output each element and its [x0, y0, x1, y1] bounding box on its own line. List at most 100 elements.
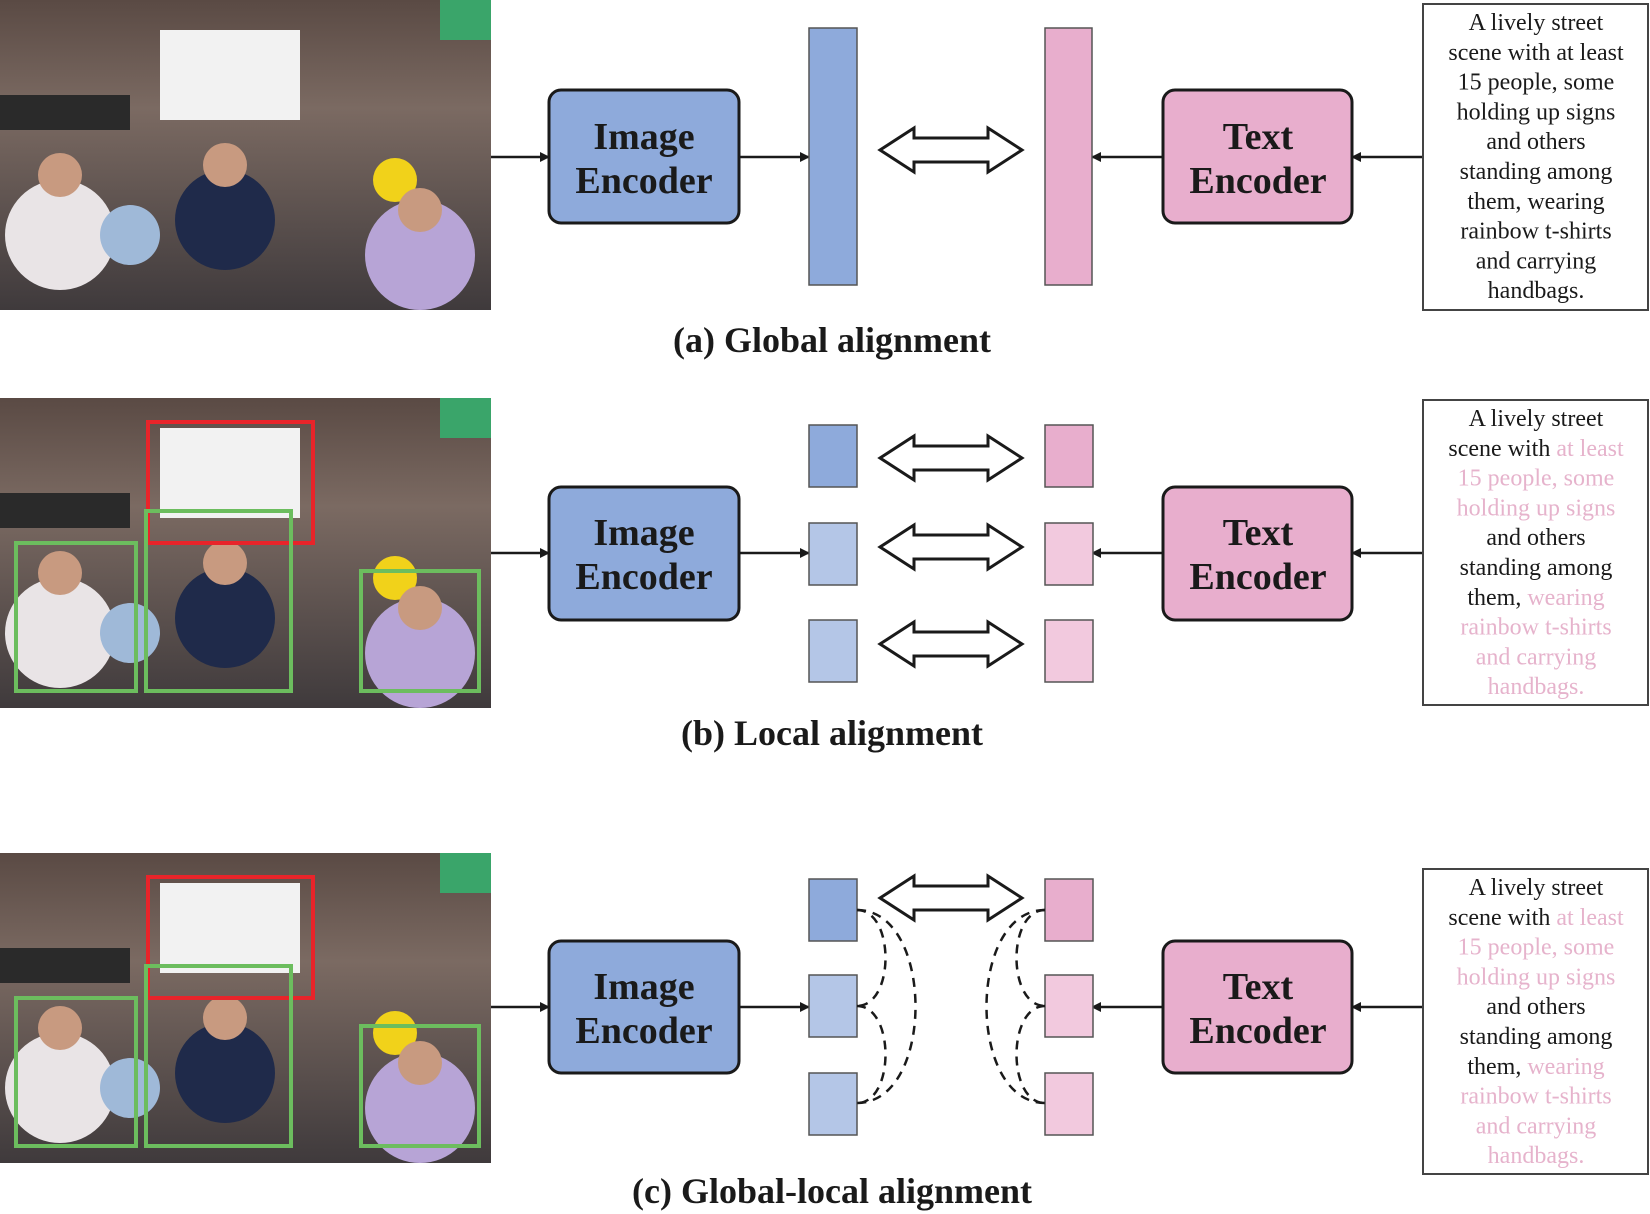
description-line: and carrying: [1476, 248, 1597, 274]
description-line: holding up signs: [1457, 964, 1616, 990]
description-line: holding up signs: [1457, 99, 1616, 125]
local-image-feature: [808, 1072, 858, 1136]
description-line: 15 people, some: [1458, 70, 1615, 96]
phrase: A lively street: [1469, 10, 1604, 36]
global-text-feature: [1044, 424, 1094, 488]
description-line: rainbow t-shirts: [1460, 615, 1611, 641]
description-line: and carrying: [1476, 1113, 1597, 1139]
image-encoder-label: Image: [593, 966, 694, 1008]
person: [5, 1033, 115, 1143]
phrase: them,: [1467, 1054, 1527, 1080]
image-encoder-label: Encoder: [575, 160, 712, 202]
protest-sign: [160, 30, 300, 120]
double-arrow-icon: [877, 522, 1025, 572]
local-image-feature: [808, 522, 858, 586]
description-line: them, wearing: [1467, 1054, 1604, 1080]
person: [175, 170, 275, 270]
description-line: scene with at least: [1448, 905, 1624, 931]
dashed-connection: [856, 1004, 887, 1105]
highlighted-phrase: wearing: [1527, 585, 1604, 611]
phrase: them, wearing: [1467, 189, 1604, 215]
local-text-feature: [1044, 619, 1094, 683]
highlighted-phrase: handbags.: [1488, 674, 1585, 700]
storefront-sign: [0, 95, 130, 130]
highlighted-phrase: at least: [1556, 436, 1624, 462]
description-line: handbags.: [1488, 674, 1585, 700]
double-arrow-icon: [877, 619, 1025, 669]
description-line: holding up signs: [1457, 495, 1616, 521]
panel-caption: (a) Global alignment: [673, 320, 991, 360]
highlighted-phrase: wearing: [1527, 1054, 1604, 1080]
highlighted-phrase: rainbow t-shirts: [1460, 615, 1611, 641]
description-line: and others: [1486, 129, 1585, 155]
global-image-feature: [808, 878, 858, 942]
image-encoder-label: Image: [593, 512, 694, 554]
person: [373, 556, 417, 600]
highlighted-phrase: holding up signs: [1457, 495, 1616, 521]
image-encoder-label: Image: [593, 116, 694, 158]
street-scene-photo: [0, 0, 491, 310]
description-line: A lively street: [1469, 406, 1604, 432]
highlighted-phrase: at least: [1556, 905, 1624, 931]
description-line: standing among: [1460, 1024, 1613, 1050]
phrase: handbags.: [1488, 278, 1585, 304]
phrase: rainbow t-shirts: [1460, 219, 1611, 245]
person: [175, 568, 275, 668]
phrase: and carrying: [1476, 248, 1597, 274]
double-arrow-icon: [877, 125, 1025, 175]
dashed-connection: [856, 908, 887, 1008]
protest-sign: [160, 883, 300, 973]
text-encoder-label: Text: [1223, 512, 1294, 554]
panel-caption: (b) Local alignment: [681, 713, 983, 753]
local-image-feature: [808, 619, 858, 683]
phrase: A lively street: [1469, 406, 1604, 432]
phrase: standing among: [1460, 1024, 1613, 1050]
phrase: standing among: [1460, 555, 1613, 581]
region-box-sign: [146, 420, 315, 545]
person: [373, 158, 417, 202]
phrase: scene with: [1448, 436, 1556, 462]
phrase: 15 people, some: [1458, 70, 1615, 96]
local-image-feature: [808, 974, 858, 1038]
highlighted-phrase: holding up signs: [1457, 964, 1616, 990]
description-line: scene with at least: [1448, 436, 1624, 462]
region-box-sign: [146, 875, 315, 1000]
text-encoder-label: Encoder: [1189, 160, 1326, 202]
region-box-person: [144, 964, 293, 1148]
person-head: [203, 996, 247, 1040]
description-line: rainbow t-shirts: [1460, 1084, 1611, 1110]
dashed-connection: [1015, 908, 1046, 1008]
description-line: them, wearing: [1467, 585, 1604, 611]
person-head: [38, 551, 82, 595]
phrase: and others: [1486, 525, 1585, 551]
dashed-connection: [1015, 1004, 1046, 1105]
region-box-person: [359, 569, 481, 693]
description-line: standing among: [1460, 159, 1613, 185]
region-box-person: [14, 541, 138, 693]
description-line: A lively street: [1469, 875, 1604, 901]
double-arrow-icon: [877, 433, 1025, 483]
description-line: them, wearing: [1467, 189, 1604, 215]
person: [365, 200, 475, 310]
person: [365, 1053, 475, 1163]
image-encoder-label: Encoder: [575, 556, 712, 598]
storefront-sign: [0, 948, 130, 983]
person: [100, 1058, 160, 1118]
person: [373, 1011, 417, 1055]
person: [5, 578, 115, 688]
person-head: [203, 541, 247, 585]
region-box-person: [14, 996, 138, 1148]
phrase: A lively street: [1469, 875, 1604, 901]
person: [175, 1023, 275, 1123]
description-line: handbags.: [1488, 1143, 1585, 1169]
person: [5, 180, 115, 290]
phrase: and others: [1486, 129, 1585, 155]
